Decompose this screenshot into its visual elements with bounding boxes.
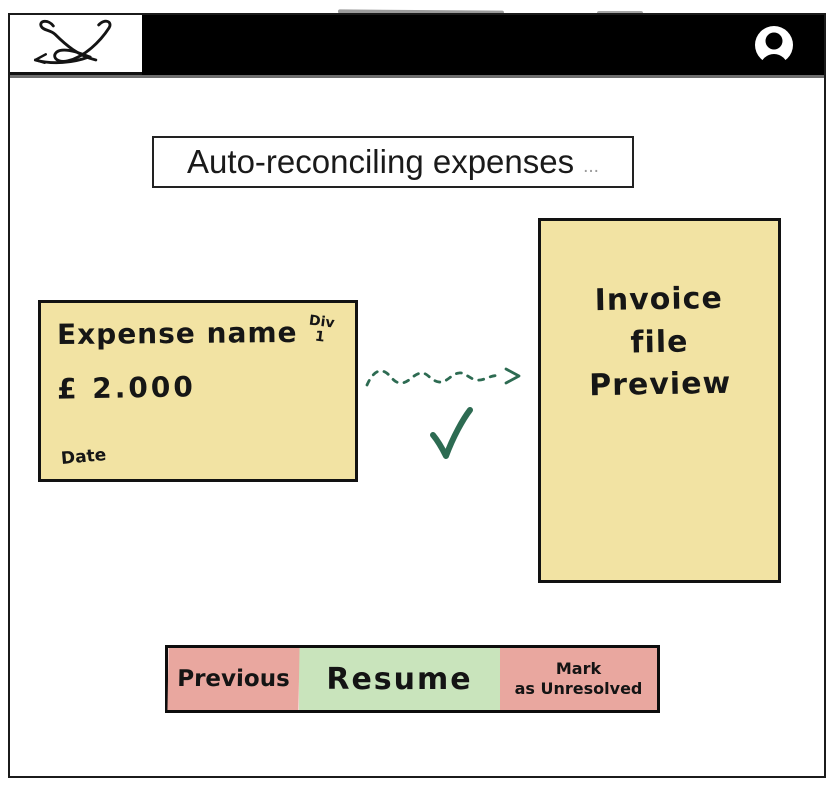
app-window-frame: Auto-reconciling expenses ... Expense na…: [8, 13, 826, 778]
page-title: Auto-reconciling expenses ...: [152, 136, 634, 188]
invoice-preview-label: Invoice file Preview: [540, 277, 779, 409]
mark-as-unresolved-line2: as Unresolved: [514, 679, 643, 698]
scribble-logo-icon: [24, 17, 128, 71]
expense-name-row: Expense name Div 1: [41, 303, 355, 352]
mark-as-unresolved-button[interactable]: Mark as Unresolved: [500, 648, 657, 710]
top-nav-bar: [142, 15, 824, 80]
top-bar: [10, 15, 824, 80]
title-ellipsis: ...: [583, 156, 599, 177]
division-badge: Div 1: [306, 313, 335, 346]
expense-name-label: Expense name: [56, 315, 298, 352]
division-badge-number: 1: [313, 328, 326, 346]
expense-amount: £ 2.000: [56, 370, 197, 406]
invoice-preview-line: Preview: [588, 365, 732, 404]
action-bar: Previous Resume Mark as Unresolved: [165, 645, 660, 713]
expense-card: Expense name Div 1 £ 2.000 Date: [38, 300, 358, 482]
previous-button[interactable]: Previous: [167, 648, 300, 710]
invoice-preview-line: file: [630, 324, 689, 361]
invoice-preview-line: Invoice: [594, 280, 724, 319]
page-title-text: Auto-reconciling expenses: [187, 143, 575, 180]
green-checkmark-icon: [427, 406, 475, 462]
brand-logo[interactable]: [10, 15, 142, 75]
resume-button[interactable]: Resume: [299, 648, 500, 710]
user-avatar-icon: [754, 26, 794, 80]
dashed-wavy-arrow-icon: [363, 357, 525, 397]
invoice-file-preview: Invoice file Preview: [538, 218, 781, 583]
user-avatar-button[interactable]: [754, 25, 794, 80]
mark-as-unresolved-line1: Mark: [555, 659, 602, 678]
expense-date-label: Date: [60, 445, 108, 469]
